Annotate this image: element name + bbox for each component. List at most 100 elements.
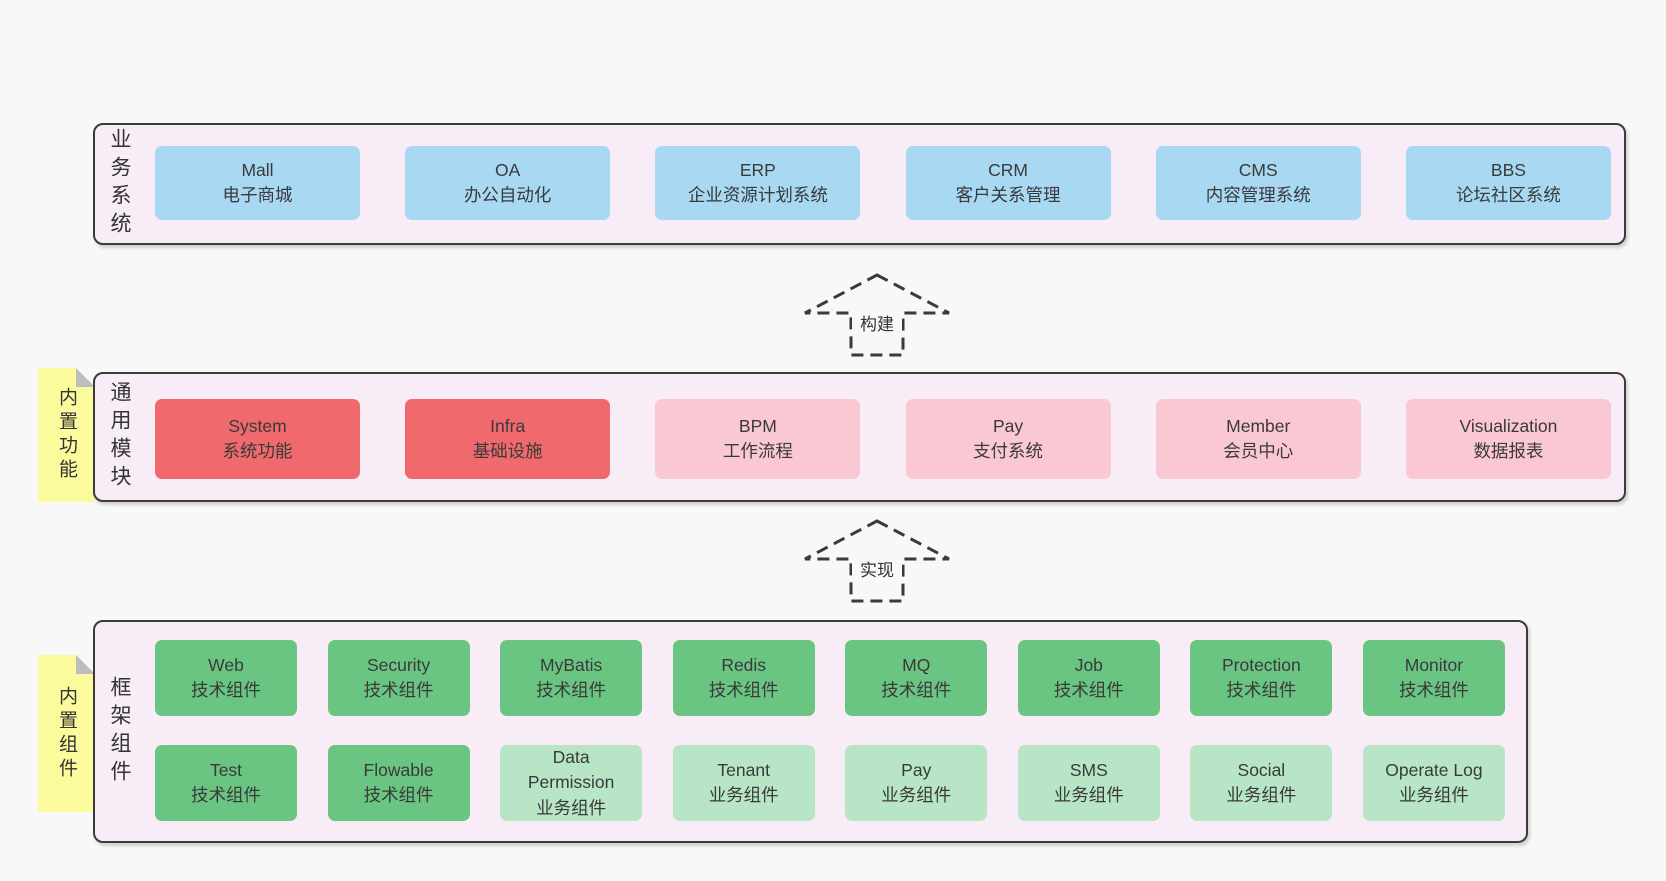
box-desc: 技术组件 [708,680,779,700]
box-desc: 办公自动化 [463,185,552,205]
box-desc: 业务组件 [881,785,952,805]
box-system: System 系统功能 [155,399,360,479]
box-member: Member 会员中心 [1155,399,1361,479]
box-desc: 业务组件 [1398,785,1469,805]
box-name: MQ [902,654,931,675]
box-desc: 工作流程 [722,441,793,461]
layer-common-modules: 通用模块 System 系统功能 Infra 基础设施 BPM 工作流程 Pay… [93,372,1626,502]
box-name: Test [209,759,243,780]
box-desc: 电子商城 [222,185,293,205]
box-desc: 技术组件 [191,785,261,805]
box-mall: Mall 电子商城 [155,146,360,220]
box-bbs: BBS 论坛社区系统 [1405,146,1611,220]
box-crm: CRM 客户关系管理 [905,146,1111,220]
box-name: CRM [988,159,1028,180]
box-pay: Pay 支付系统 [905,399,1111,479]
box-data-permission: Data Permission 业务组件 [500,745,643,821]
box-name: BPM [738,415,777,436]
implement-arrow: 实现 [802,518,952,604]
box-desc: 会员中心 [1223,441,1294,461]
box-desc: 支付系统 [973,441,1044,461]
box-name: Pay [992,415,1024,436]
box-job: Job 技术组件 [1017,640,1160,716]
block-arrow-up-icon [804,519,950,603]
box-desc: 业务组件 [708,785,779,805]
box-name: Web [208,654,244,675]
box-name: Social [1237,759,1286,780]
box-erp: ERP 企业资源计划系统 [655,146,861,220]
box-name: Visualization [1459,415,1558,436]
box-flowable: Flowable 技术组件 [327,745,470,821]
box-tenant: Tenant 业务组件 [672,745,815,821]
box-redis: Redis 技术组件 [672,640,815,716]
box-name: Data Permission [527,746,615,793]
box-infra: Infra 基础设施 [405,399,611,479]
box-oa: OA 办公自动化 [405,146,611,220]
block-arrow-up-icon [804,273,950,357]
box-visualization: Visualization 数据报表 [1405,399,1611,479]
box-name: Security [366,654,431,675]
box-desc: 技术组件 [1053,680,1124,700]
box-test: Test 技术组件 [155,745,297,821]
box-desc: 业务组件 [536,797,607,818]
build-arrow: 构建 [802,272,952,358]
box-name: System [228,415,287,436]
box-name: Job [1074,654,1103,675]
box-desc: 技术组件 [1398,680,1469,700]
sticky-label: 内置功能 [56,387,77,483]
box-desc: 基础设施 [472,441,543,461]
build-arrow-label: 构建 [852,310,902,335]
box-bpm: BPM 工作流程 [655,399,861,479]
layer-label-framework-components: 框架组件 [108,675,131,788]
box-desc: 技术组件 [1226,680,1297,700]
box-desc: 业务组件 [1053,785,1124,805]
box-name: MyBatis [540,654,603,675]
layer-label-business-systems: 业务系统 [108,128,131,240]
box-name: SMS [1069,759,1108,780]
box-name: Protection [1221,654,1301,675]
box-sms: SMS 业务组件 [1017,745,1160,821]
box-desc: 业务组件 [1226,785,1297,805]
box-mybatis: MyBatis 技术组件 [500,640,643,716]
box-name: Operate Log [1385,759,1483,780]
sticky-note-builtin-components: 内置组件 [38,655,95,812]
box-name: BBS [1490,159,1526,180]
box-desc: 技术组件 [881,680,952,700]
box-security: Security 技术组件 [327,640,470,716]
implement-arrow-label: 实现 [852,556,902,581]
box-cms: CMS 内容管理系统 [1155,146,1361,220]
box-name: Tenant [717,759,770,780]
layer-business-systems: 业务系统 Mall 电子商城 OA 办公自动化 ERP 企业资源计划系统 CRM… [93,123,1626,245]
business-systems-row: Mall 电子商城 OA 办公自动化 ERP 企业资源计划系统 CRM 客户关系… [155,146,1611,220]
box-name: Mall [241,159,274,180]
box-desc: 内容管理系统 [1205,185,1311,205]
box-desc: 论坛社区系统 [1455,185,1561,205]
box-name: Infra [490,415,526,436]
box-operate-log: Operate Log 业务组件 [1362,745,1505,821]
box-name: Flowable [363,759,434,780]
box-social: Social 业务组件 [1190,745,1333,821]
box-desc: 技术组件 [363,680,434,700]
box-desc: 技术组件 [191,680,261,700]
box-desc: 技术组件 [363,785,434,805]
box-mq: MQ 技术组件 [845,640,988,716]
box-desc: 技术组件 [536,680,607,700]
box-protection: Protection 技术组件 [1190,640,1333,716]
box-name: Monitor [1404,654,1464,675]
box-pay-business: Pay 业务组件 [845,745,988,821]
framework-components-row-2: Test 技术组件 Flowable 技术组件 Data Permission … [155,745,1505,821]
layer-framework-components: 框架组件 Web 技术组件 Security 技术组件 MyBatis 技术组件… [93,620,1528,843]
box-desc: 企业资源计划系统 [687,185,828,205]
layer-label-common-modules: 通用模块 [108,381,131,493]
box-name: Pay [901,759,932,780]
common-modules-row: System 系统功能 Infra 基础设施 BPM 工作流程 Pay 支付系统… [155,399,1611,479]
box-monitor: Monitor 技术组件 [1362,640,1505,716]
sticky-note-builtin-features: 内置功能 [38,368,95,502]
box-desc: 系统功能 [222,441,293,461]
box-name: OA [495,159,521,180]
box-web: Web 技术组件 [155,640,297,716]
framework-components-row-1: Web 技术组件 Security 技术组件 MyBatis 技术组件 Redi… [155,640,1505,716]
box-name: Redis [721,654,767,675]
box-name: CMS [1238,159,1278,180]
